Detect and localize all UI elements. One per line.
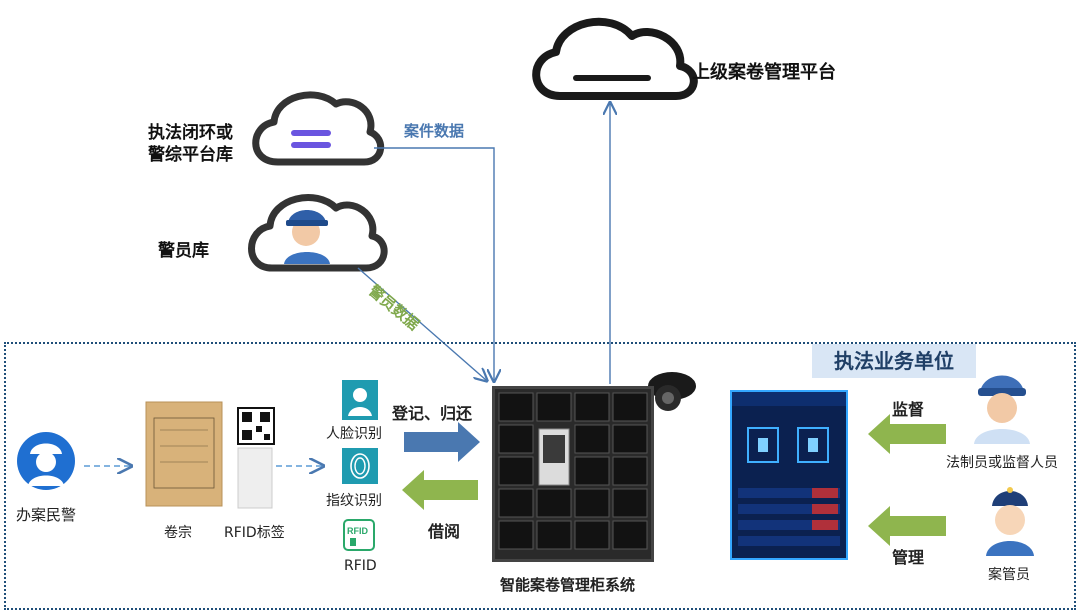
dossier-label: 卷宗 xyxy=(164,525,192,541)
borrow-label: 借阅 xyxy=(428,522,461,541)
dossier-icon xyxy=(145,401,223,507)
cabinet-label: 智能案卷管理柜系统 xyxy=(500,576,636,594)
supervise-arrow-icon xyxy=(868,414,946,454)
face-id-icon xyxy=(342,380,378,420)
rfid-tag-label: RFID标签 xyxy=(224,525,285,541)
register-arrow-icon xyxy=(404,422,480,462)
upper-platform-cloud-icon xyxy=(532,17,698,100)
officer-avatar-icon xyxy=(17,432,75,490)
fingerprint-label: 指纹识别 xyxy=(326,493,382,509)
supervisor-avatar-icon xyxy=(974,375,1030,444)
police-db-label: 警员库 xyxy=(158,241,209,261)
case-data-label: 案件数据 xyxy=(404,122,465,140)
officer-label: 办案民警 xyxy=(16,506,77,524)
smart-cabinet-image xyxy=(492,386,654,562)
clerk-label: 案管员 xyxy=(988,567,1030,583)
manage-label: 管理 xyxy=(892,548,925,567)
rfid-label: RFID xyxy=(344,558,377,574)
svg-text:RFID: RFID xyxy=(347,526,368,536)
law-platform-label-line2: 警综平台库 xyxy=(148,145,233,165)
unit-boundary xyxy=(4,342,1076,610)
screen-graphics xyxy=(732,392,846,546)
supervisor-label: 法制员或监督人员 xyxy=(946,455,1058,471)
borrow-arrow-icon xyxy=(402,470,478,510)
face-id-label: 人脸识别 xyxy=(326,426,382,442)
camera-icon xyxy=(648,372,696,411)
law-platform-cloud-icon xyxy=(252,91,384,166)
clerk-avatar-icon xyxy=(986,487,1034,556)
rfid-icon: RFID xyxy=(343,519,375,551)
supervise-label: 监督 xyxy=(892,400,925,419)
cabinet-doors xyxy=(498,392,648,550)
law-platform-label-line1: 执法闭环或 xyxy=(148,123,233,143)
police-db-cloud-icon xyxy=(248,194,388,272)
unit-title: 执法业务单位 xyxy=(812,344,976,378)
upper-platform-label: 上级案卷管理平台 xyxy=(692,62,836,83)
management-screen-image xyxy=(730,390,848,560)
register-return-label: 登记、归还 xyxy=(392,404,473,423)
manage-arrow-icon xyxy=(868,506,946,546)
rfid-tag-icon xyxy=(237,407,275,509)
fingerprint-icon xyxy=(342,448,378,484)
